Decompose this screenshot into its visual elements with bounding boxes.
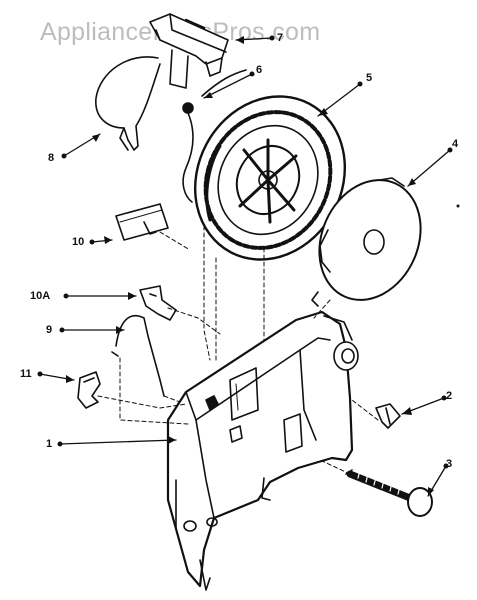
callout-4: 4 — [452, 138, 459, 150]
part-9-wire-rod — [111, 314, 165, 397]
callout-8: 8 — [48, 152, 55, 164]
callout-11: 11 — [20, 368, 32, 380]
callout-arrowheads — [66, 36, 434, 496]
callout-1: 1 — [46, 438, 53, 450]
part-1-main-frame — [166, 310, 359, 591]
callout-10: 10 — [72, 236, 85, 248]
callout-5: 5 — [366, 72, 373, 84]
callout-end-dots — [37, 35, 460, 469]
part-11-clip — [77, 371, 101, 409]
callout-10a: 10A — [30, 290, 51, 302]
callout-2: 2 — [446, 390, 453, 402]
callout-7: 7 — [277, 32, 284, 44]
part-2-pin — [375, 403, 401, 429]
part-8-wire-spring — [95, 56, 161, 151]
part-4-disk-cover — [311, 177, 422, 307]
callout-6: 6 — [256, 64, 263, 76]
part-6-wire-link — [182, 69, 247, 203]
part-10a-bracket — [139, 285, 177, 321]
part-7-bracket — [149, 13, 229, 89]
part-3-screw — [345, 469, 433, 517]
callout-3: 3 — [446, 458, 453, 470]
callout-9: 9 — [46, 324, 53, 336]
part-10-plate — [115, 203, 169, 241]
assembly-guide-lines — [97, 225, 379, 475]
